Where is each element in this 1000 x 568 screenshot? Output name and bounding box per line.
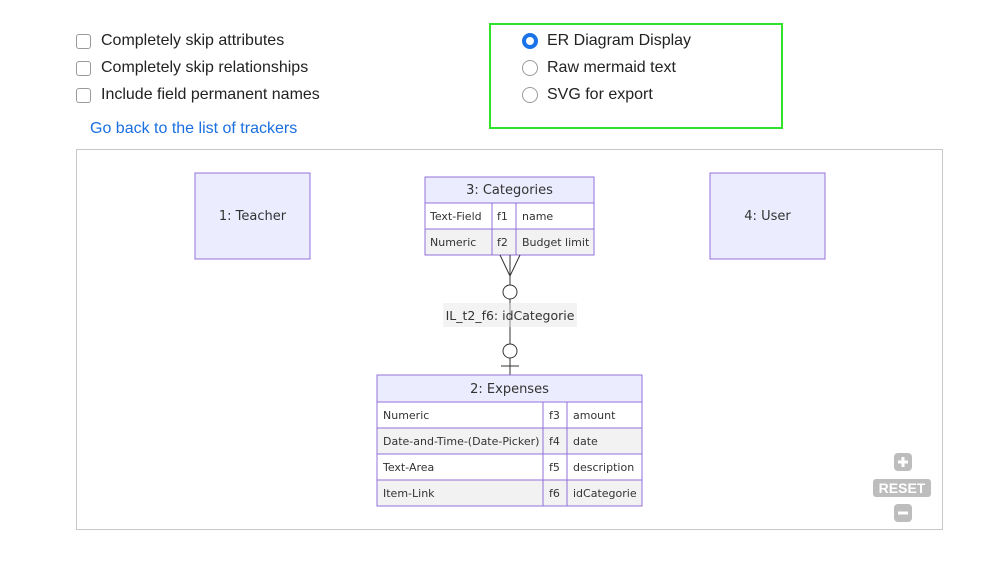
expenses-attr-type: Date-and-Time-(Date-Picker) xyxy=(383,435,539,448)
categories-attr-key: f1 xyxy=(497,210,508,223)
back-to-trackers-link[interactable]: Go back to the list of trackers xyxy=(90,120,298,137)
entity-teacher[interactable]: 1: Teacher xyxy=(194,172,311,260)
svg-export-radio[interactable] xyxy=(522,87,538,103)
expenses-attr-name: amount xyxy=(573,409,616,422)
er-diagram-label: ER Diagram Display xyxy=(547,32,692,49)
option-skip-attributes[interactable]: Completely skip attributes xyxy=(76,32,284,50)
categories-attr-name: name xyxy=(522,210,553,223)
mode-raw-mermaid[interactable]: Raw mermaid text xyxy=(522,59,676,77)
reset-zoom-button[interactable]: RESET xyxy=(873,479,931,497)
skip-relationships-checkbox[interactable] xyxy=(76,60,91,76)
relationship-label-text: IL_t2_f6: idCategorie xyxy=(446,308,575,323)
expenses-attr-key: f4 xyxy=(549,435,560,448)
er-diagram-canvas[interactable]: 1: Teacher 4: User 3: Categories Text-Fi… xyxy=(76,149,943,530)
entity-categories[interactable]: 3: Categories Text-Field f1 name Numeric… xyxy=(424,176,595,256)
skip-attributes-label: Completely skip attributes xyxy=(101,32,285,49)
expenses-attr-type: Numeric xyxy=(383,409,429,422)
expenses-attr-name: description xyxy=(573,461,634,474)
mode-svg-export[interactable]: SVG for export xyxy=(522,86,653,104)
categories-attr-type: Text-Field xyxy=(429,210,482,223)
expenses-attr-type: Item-Link xyxy=(383,487,435,500)
categories-attr-name: Budget limit xyxy=(522,236,590,249)
raw-mermaid-label: Raw mermaid text xyxy=(547,59,676,76)
er-diagram-svg: 1: Teacher 4: User 3: Categories Text-Fi… xyxy=(194,172,826,507)
expenses-attr-name: date xyxy=(573,435,598,448)
expenses-attr-key: f5 xyxy=(549,461,560,474)
svg-export-label: SVG for export xyxy=(547,86,653,103)
skip-attributes-checkbox[interactable] xyxy=(76,33,91,49)
skip-relationships-label: Completely skip relationships xyxy=(101,59,309,76)
option-skip-relationships[interactable]: Completely skip relationships xyxy=(76,59,308,77)
relationship-label: IL_t2_f6: idCategorie xyxy=(443,303,577,327)
expenses-attr-type: Text-Area xyxy=(382,461,434,474)
minus-icon[interactable] xyxy=(894,504,912,522)
expenses-attr-name: idCategorie xyxy=(573,487,637,500)
categories-attr-type: Numeric xyxy=(430,236,476,249)
entity-user-title: 4: User xyxy=(744,209,791,224)
entity-user[interactable]: 4: User xyxy=(709,172,826,260)
er-diagram-radio[interactable] xyxy=(522,33,538,49)
entity-expenses-title: 2: Expenses xyxy=(470,382,549,397)
entity-expenses[interactable]: 2: Expenses Numeric f3 amount Date-and-T… xyxy=(376,374,643,507)
expenses-attr-key: f3 xyxy=(549,409,560,422)
categories-attr-key: f2 xyxy=(497,236,508,249)
entity-teacher-title: 1: Teacher xyxy=(219,209,287,224)
expenses-attr-key: f6 xyxy=(549,487,560,500)
include-permanent-names-label: Include field permanent names xyxy=(101,86,320,103)
entity-categories-title: 3: Categories xyxy=(466,183,553,198)
option-include-permanent-names[interactable]: Include field permanent names xyxy=(76,86,320,104)
include-permanent-names-checkbox[interactable] xyxy=(76,87,91,103)
raw-mermaid-radio[interactable] xyxy=(522,60,538,76)
mode-er-diagram[interactable]: ER Diagram Display xyxy=(522,32,691,50)
display-mode-group xyxy=(489,23,783,129)
plus-icon[interactable] xyxy=(894,453,912,471)
